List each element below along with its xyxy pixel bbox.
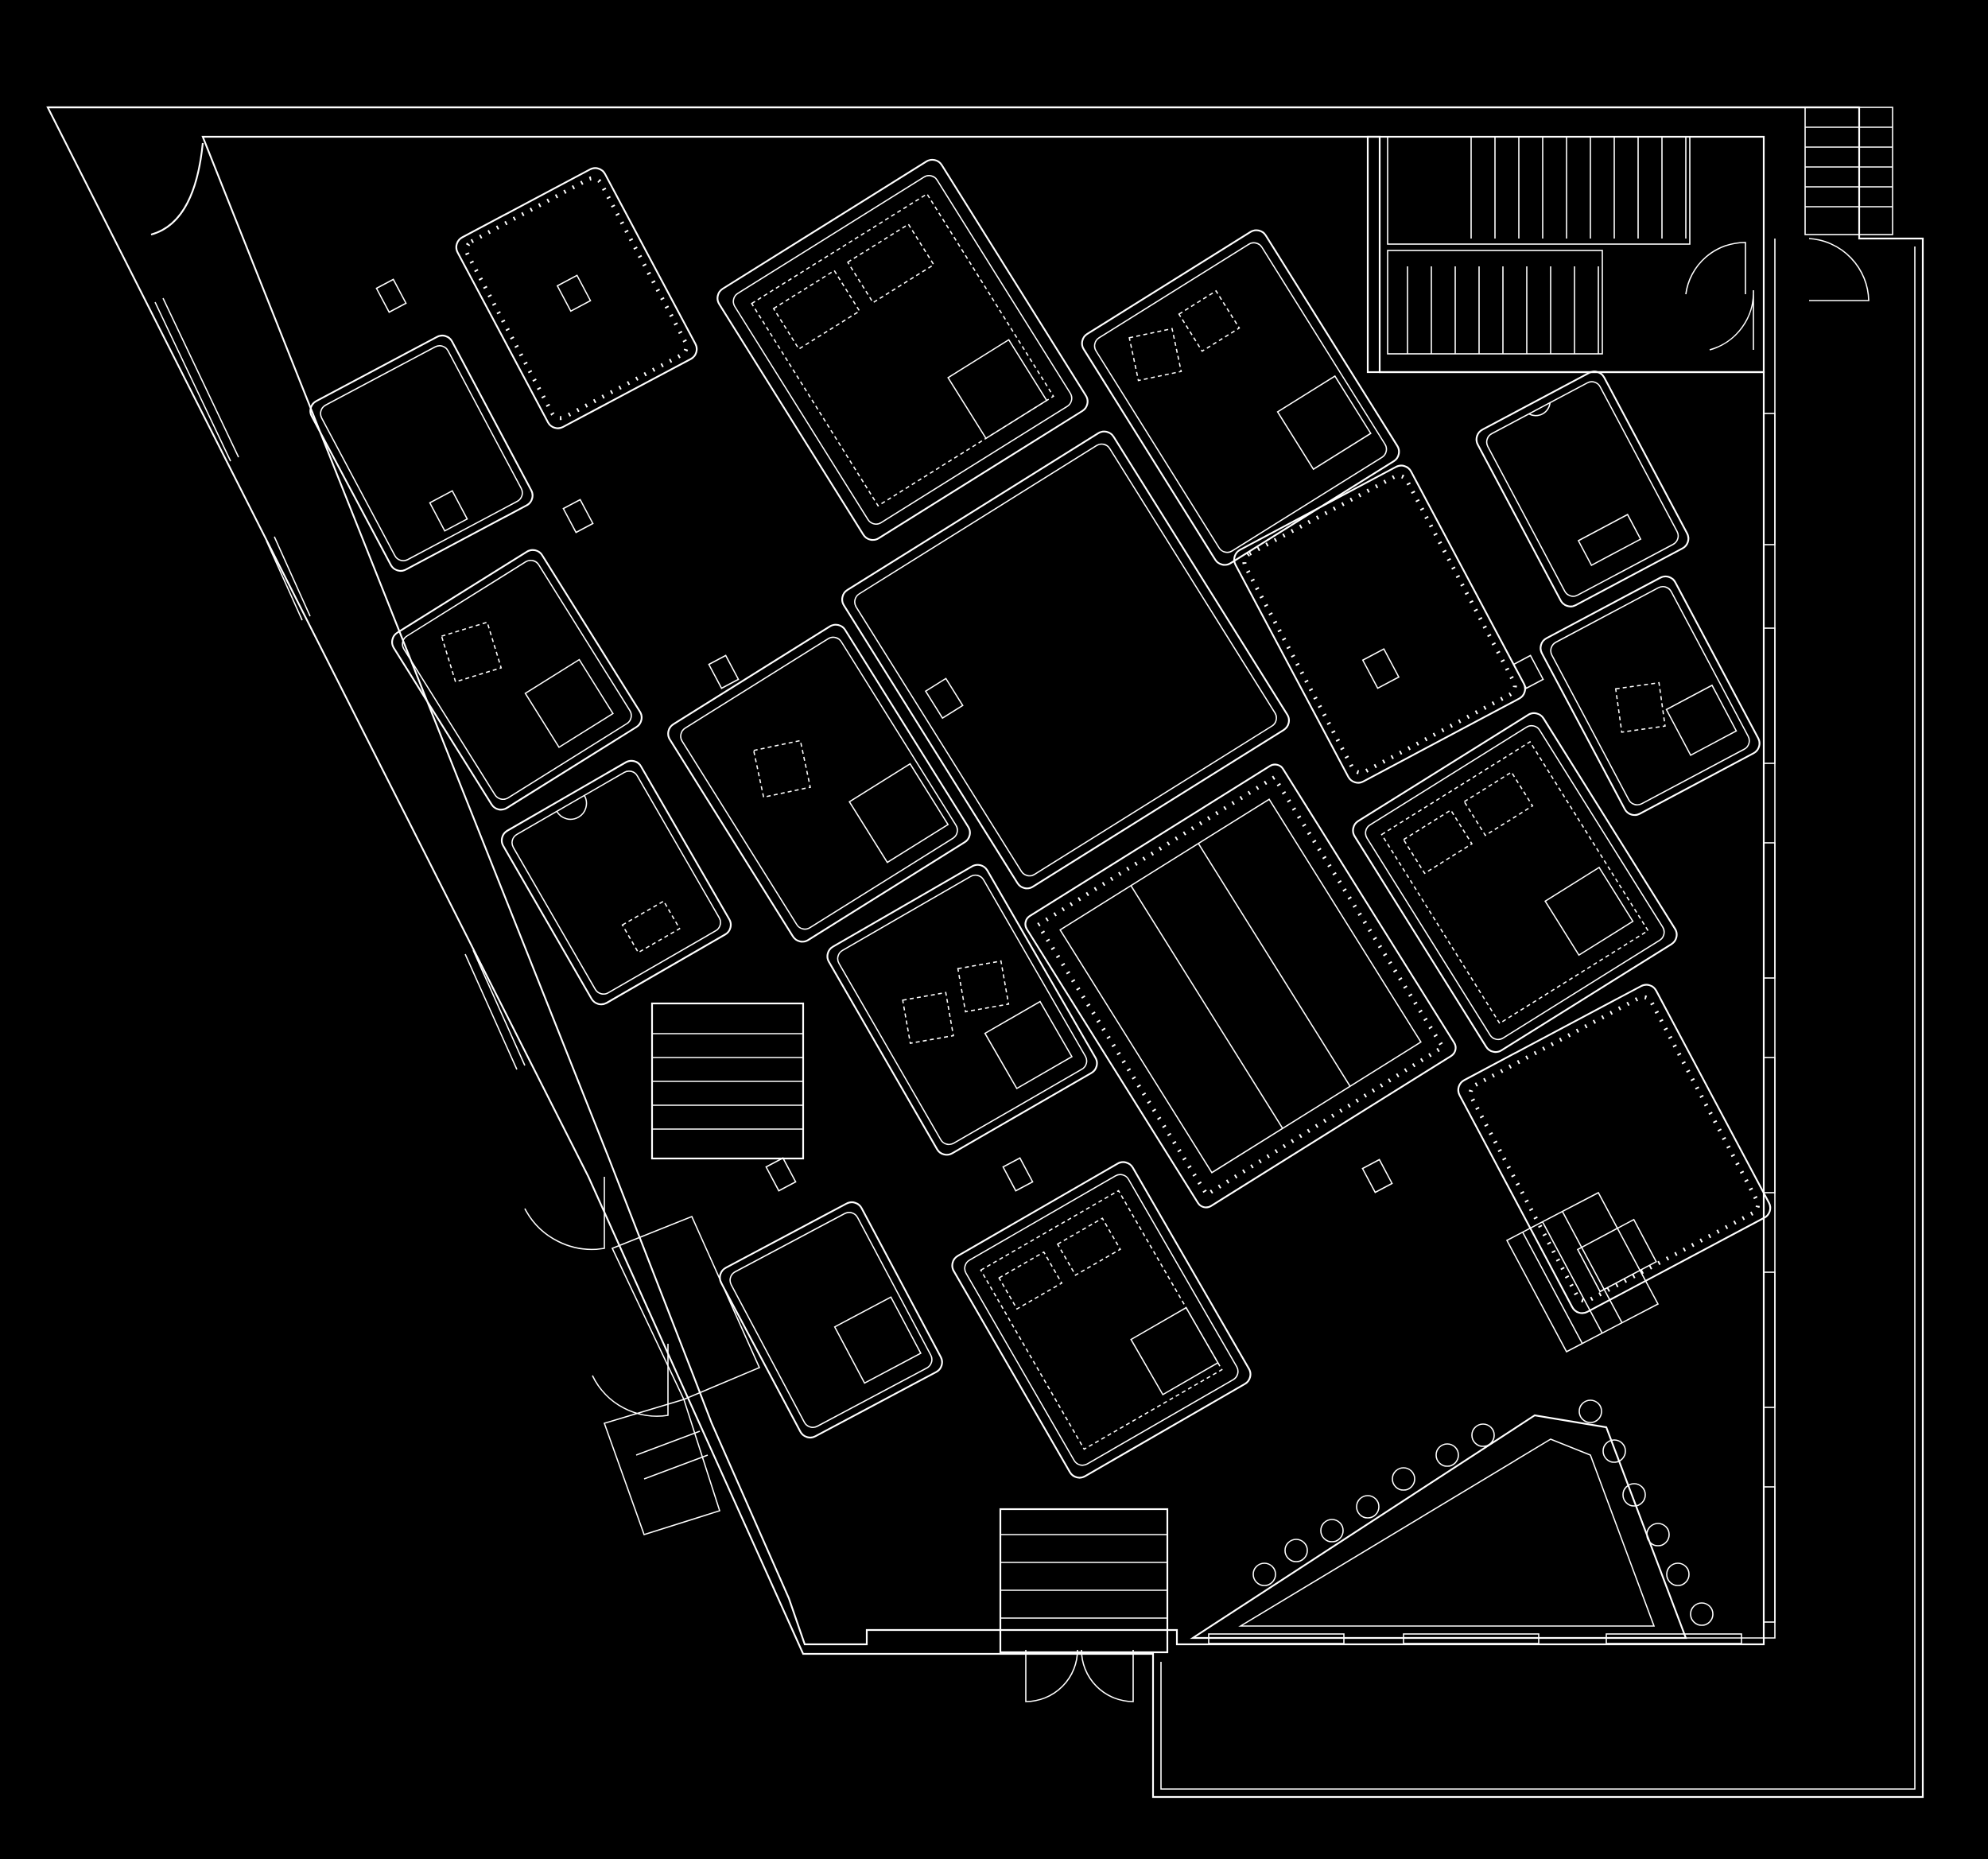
platform-cushions bbox=[1540, 575, 1761, 817]
entrance-door-right bbox=[1081, 1649, 1134, 1702]
door-swing bbox=[592, 1344, 669, 1417]
platform-dotted bbox=[1233, 464, 1526, 784]
stair-treads-lower bbox=[1407, 266, 1599, 354]
platform-dotted bbox=[455, 167, 698, 429]
platform-cushions bbox=[1081, 229, 1400, 566]
planter-bench bbox=[1190, 1399, 1714, 1640]
entrance bbox=[999, 1508, 1169, 1702]
windows bbox=[154, 297, 1776, 1644]
door-swing bbox=[1808, 238, 1870, 301]
platform-cushions bbox=[667, 623, 971, 943]
exterior-steps-top bbox=[1805, 126, 1893, 208]
platforms bbox=[309, 158, 1772, 1479]
platform-table bbox=[719, 1201, 943, 1439]
platform-cushions bbox=[826, 864, 1098, 1156]
platform-bed bbox=[951, 1161, 1252, 1479]
platform-plain bbox=[500, 759, 732, 1006]
entrance-door-left bbox=[1025, 1649, 1078, 1702]
platform-plain bbox=[309, 334, 534, 572]
plant-pots bbox=[1252, 1399, 1714, 1626]
stair-core bbox=[1366, 107, 1893, 374]
platform-plain bbox=[1475, 371, 1690, 607]
stair-treads-upper bbox=[1470, 137, 1687, 239]
door-swing bbox=[1709, 289, 1754, 351]
platform-bed bbox=[716, 158, 1089, 541]
door-swing bbox=[524, 1177, 605, 1251]
platform-bed bbox=[1352, 712, 1678, 1054]
platform-large bbox=[841, 430, 1291, 890]
floor-markers bbox=[375, 278, 1544, 1193]
platform-dotted bbox=[1457, 984, 1772, 1314]
corner-door-swing bbox=[150, 142, 204, 236]
exterior-steps-right bbox=[1505, 1191, 1660, 1353]
door-swing bbox=[1685, 242, 1746, 295]
platform-table bbox=[1024, 763, 1457, 1209]
left-stair-block bbox=[524, 1002, 805, 1535]
platform-cushions bbox=[391, 549, 643, 811]
